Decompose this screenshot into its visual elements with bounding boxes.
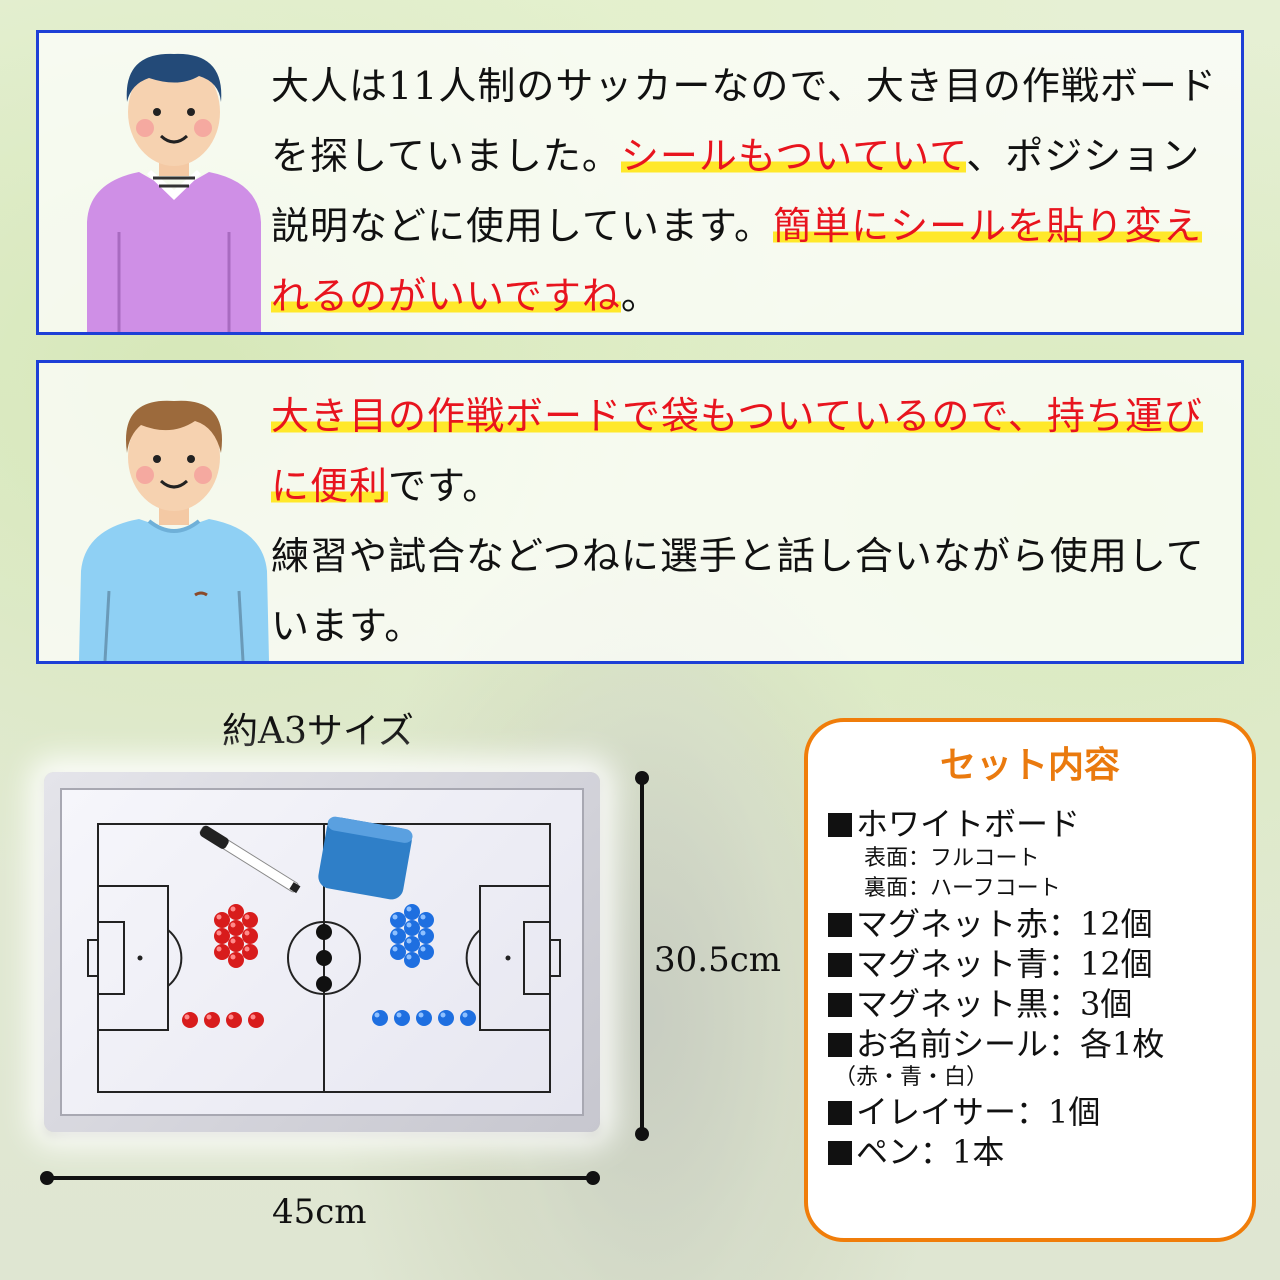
set-contents-box: セット内容 ホワイトボード表面：フルコート裏面：ハーフコートマグネット赤：12個… [804,718,1256,1242]
magnet-piece [372,1010,388,1026]
dimension-dot [586,1171,600,1185]
magnet-piece [242,912,258,928]
set-item-detail: 裏面：ハーフコート [864,876,1061,901]
review-text-plain: 大人は11人制のサッカーなので、大き目の作戦ボードを探していました。 [271,64,1217,178]
square-bullet-icon [828,1101,852,1125]
magnet-piece [228,920,244,936]
set-item-label: ホワイトボード [856,805,1081,843]
magnet-piece [228,936,244,952]
dimension-dot [635,1127,649,1141]
square-bullet-icon [828,993,852,1017]
magnet-piece [418,912,434,928]
square-bullet-icon [828,953,852,977]
magnet-piece [226,1012,242,1028]
review-text-plain: です。 [388,464,502,508]
board-surface [60,788,584,1116]
set-item: マグネット青：12個 [828,944,1244,984]
magnet-piece [404,952,420,968]
set-item: ホワイトボード [828,804,1244,844]
review-text-2: 大き目の作戦ボードで袋もついているので、持ち運びに便利です。練習や試合などつねに… [271,381,1227,661]
magnet-piece [214,912,230,928]
set-item-label: マグネット青：12個 [856,945,1153,983]
review-text-1: 大人は11人制のサッカーなので、大き目の作戦ボードを探していました。シールもつい… [271,51,1227,331]
review-card-1: 大人は11人制のサッカーなので、大き目の作戦ボードを探していました。シールもつい… [36,30,1244,335]
review-text-plain: 練習や試合などつねに選手と話し合いながら使用しています。 [271,534,1205,648]
magnet-piece [418,944,434,960]
set-item-label: マグネット赤：12個 [856,905,1153,943]
set-item: マグネット黒：3個 [828,984,1244,1024]
height-dimension-line [640,778,644,1134]
magnet-piece [390,944,406,960]
size-label: 約A3サイズ [222,711,414,752]
magnet-piece [214,944,230,960]
magnet-piece [394,1010,410,1026]
magnet-piece [390,912,406,928]
magnet-piece [248,1012,264,1028]
review-text-plain: 。 [620,274,660,318]
magnet-piece [228,952,244,968]
magnet-piece [404,920,420,936]
magnet-piece [182,1012,198,1028]
set-item-label: イレイサー：1個 [856,1093,1101,1131]
man-blue-sweater-icon [79,400,269,661]
magnet-piece [404,936,420,952]
magnet-piece [204,1012,220,1028]
magnet-piece [416,1010,432,1026]
set-contents-list: ホワイトボード表面：フルコート裏面：ハーフコートマグネット赤：12個マグネット青… [828,804,1244,1172]
dimension-dot [635,771,649,785]
width-label: 45cm [272,1192,367,1232]
magnet-piece [438,1010,454,1026]
magnet-piece [390,928,406,944]
tactics-board-image [44,772,600,1132]
magnet-piece [418,928,434,944]
magnet-piece [460,1010,476,1026]
set-item-label: ペン：1本 [856,1133,1005,1171]
square-bullet-icon [828,913,852,937]
blue-magnets [372,904,476,1026]
review-card-2: 大き目の作戦ボードで袋もついているので、持ち運びに便利です。練習や試合などつねに… [36,360,1244,664]
man-purple-sweater-icon [87,53,261,332]
height-label: 30.5cm [654,940,781,980]
width-dimension-line [46,1176,594,1180]
square-bullet-icon [828,1033,852,1057]
square-bullet-icon [828,1141,852,1165]
set-item-detail: （赤・青・白） [834,1065,989,1090]
magnet-piece [228,904,244,920]
set-item-label: お名前シール：各1枚 [856,1025,1165,1063]
dimension-dot [40,1171,54,1185]
set-item: マグネット赤：12個 [828,904,1244,944]
set-item: お名前シール：各1枚 [828,1024,1244,1064]
magnet-piece [214,928,230,944]
review-text-plain: 、ポジション説明などに使用しています。 [271,134,1201,248]
set-contents-title: セット内容 [939,744,1120,786]
magnet-piece [242,944,258,960]
review-highlight: シールもついていて [620,134,967,178]
set-item-label: マグネット黒：3個 [856,985,1133,1023]
magnet-piece [404,904,420,920]
red-magnets [182,904,264,1028]
square-bullet-icon [828,813,852,837]
soccer-field-icon [87,816,561,1093]
set-item: ペン：1本 [828,1132,1244,1172]
magnet-piece [242,928,258,944]
set-item: イレイサー：1個 [828,1092,1244,1132]
set-item-detail: 表面：フルコート [864,846,1040,871]
